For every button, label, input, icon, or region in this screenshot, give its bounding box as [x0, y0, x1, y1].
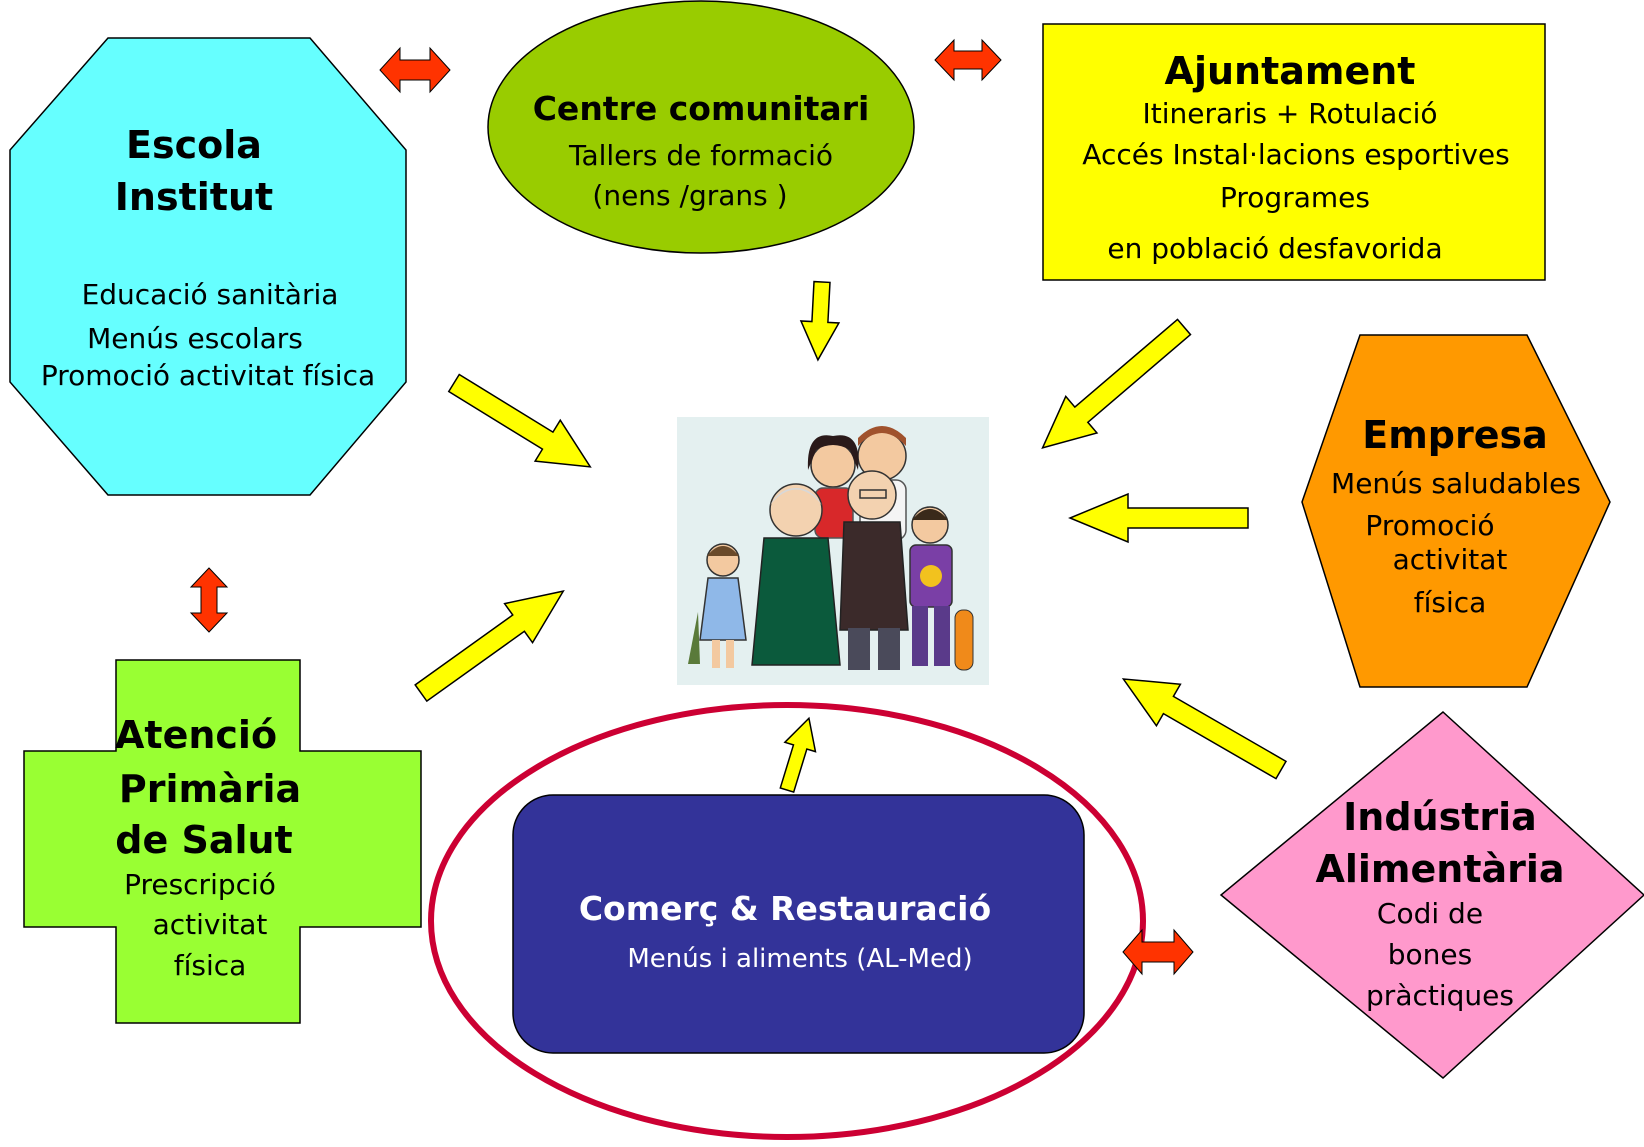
comerc-box	[512, 794, 1085, 1054]
industria-title-2: Alimentària	[1315, 847, 1565, 891]
escola-title-1: Escola	[126, 123, 262, 167]
atencio-title-2: Primària	[118, 767, 302, 811]
atencio-cross	[23, 659, 422, 1024]
ajuntament-line-2: Accés Instal·lacions esportives	[1082, 138, 1510, 171]
arrow-comerc-to-center	[779, 716, 817, 793]
comerc-line-1: Menús i aliments (AL-Med)	[627, 944, 973, 974]
empresa-line-1: Menús saludables	[1331, 467, 1581, 500]
escola-line-2: Menús escolars	[87, 322, 303, 355]
empresa-line-4: física	[1413, 586, 1487, 619]
ajuntament-line-3: Programes	[1220, 181, 1370, 214]
industria-line-2: bones	[1387, 938, 1473, 971]
atencio-title-3: de Salut	[115, 818, 293, 862]
empresa-hexagon	[1301, 334, 1611, 688]
arrow-empresa-to-center	[1068, 492, 1249, 544]
comerc-title: Comerç & Restauració	[578, 889, 992, 928]
industria-line-1: Codi de	[1376, 897, 1484, 930]
atencio-title-1: Atenció	[115, 713, 278, 757]
empresa-line-3: activitat	[1392, 543, 1508, 576]
escola-title-2: Institut	[114, 175, 274, 219]
arrow-industria-to-center	[1121, 678, 1288, 780]
double-arrow-centre-ajuntament	[934, 38, 1002, 82]
escola-octagon	[9, 37, 407, 496]
industria-line-3: pràctiques	[1366, 979, 1514, 1012]
arrow-ajuntament-to-center	[1041, 318, 1192, 449]
ajuntament-line-4: en població desfavorida	[1107, 232, 1443, 265]
escola-line-1: Educació sanitària	[81, 278, 339, 311]
atencio-line-3: física	[173, 949, 247, 982]
empresa-line-2: Promoció	[1365, 509, 1495, 542]
escola-line-3: Promoció activitat física	[40, 359, 376, 392]
comerc-highlight-ring	[428, 702, 1146, 1140]
ajuntament-line-1: Itineraris + Rotulació	[1142, 97, 1438, 130]
centre-comunitari-ellipse	[487, 0, 915, 254]
industria-title-1: Indústria	[1343, 795, 1537, 839]
atencio-line-1: Prescripció	[124, 868, 276, 901]
ajuntament-title: Ajuntament	[1164, 49, 1416, 93]
centre-title: Centre comunitari	[532, 89, 870, 128]
centre-line-1: Tallers de formació	[568, 139, 834, 172]
double-arrow-comerc-industria	[1122, 928, 1194, 976]
industria-diamond	[1219, 711, 1644, 1079]
double-arrow-escola-centre	[379, 46, 451, 94]
arrow-escola-to-center	[447, 373, 592, 468]
arrow-centre-to-center	[799, 280, 841, 362]
family-illustration	[677, 417, 989, 685]
arrow-atencio-to-center	[414, 590, 565, 703]
empresa-title: Empresa	[1362, 413, 1548, 457]
double-arrow-escola-atencio	[189, 567, 229, 633]
centre-line-2: (nens /grans )	[592, 179, 788, 212]
atencio-line-2: activitat	[152, 908, 268, 941]
ajuntament-box	[1042, 23, 1546, 281]
